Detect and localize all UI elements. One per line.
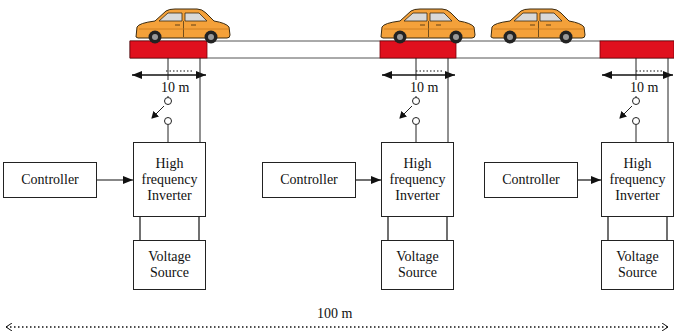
block-box: Voltage Source	[601, 240, 674, 290]
charging-pad	[130, 41, 674, 58]
box-label: Voltage Source	[134, 249, 205, 281]
car	[381, 9, 475, 44]
dimension-label: 10 m	[629, 80, 659, 96]
box-text-group: Controller	[21, 172, 79, 188]
block-box: Controller	[262, 162, 356, 198]
block-box: Controller	[484, 162, 578, 198]
dimension-arrow	[132, 71, 673, 75]
box-label: Voltage Source	[602, 249, 673, 281]
box-text-group: Controller	[280, 172, 338, 188]
return-wire	[198, 217, 199, 240]
box-label: Controller	[280, 172, 338, 188]
block-box: Voltage Source	[381, 240, 454, 290]
dimension-line	[6, 326, 668, 327]
box-label: High frequency Inverter	[134, 156, 205, 204]
block-box: High frequency Inverter	[601, 142, 674, 217]
box-text-group: High frequency Inverter	[602, 156, 673, 204]
dimension-label: 100 m	[316, 306, 353, 322]
return-wire	[446, 217, 447, 240]
box-label: High frequency Inverter	[382, 156, 453, 204]
car	[491, 9, 585, 44]
control-arrow	[578, 179, 601, 180]
control-arrow	[97, 179, 133, 180]
box-label: Controller	[21, 172, 79, 188]
power-wire	[387, 217, 388, 240]
box-text-group: High frequency Inverter	[382, 156, 453, 204]
control-arrow	[356, 179, 381, 180]
box-label: Controller	[502, 172, 560, 188]
block-box: High frequency Inverter	[133, 142, 206, 217]
power-wire	[139, 217, 140, 240]
box-text-group: Voltage Source	[134, 249, 205, 281]
power-wire	[607, 217, 608, 240]
box-text-group: Controller	[502, 172, 560, 188]
box-text-group: High frequency Inverter	[134, 156, 205, 204]
box-label: Voltage Source	[382, 249, 453, 281]
block-box: Controller	[3, 162, 97, 198]
box-text-group: Voltage Source	[602, 249, 673, 281]
dimension-label: 10 m	[160, 80, 190, 96]
switch-wire	[152, 58, 668, 142]
block-box: High frequency Inverter	[381, 142, 454, 217]
road	[130, 41, 674, 58]
block-box: Voltage Source	[133, 240, 206, 290]
dimension-label: 10 m	[409, 80, 439, 96]
car	[136, 9, 230, 44]
box-text-group: Voltage Source	[382, 249, 453, 281]
box-label: High frequency Inverter	[602, 156, 673, 204]
return-wire	[666, 217, 667, 240]
